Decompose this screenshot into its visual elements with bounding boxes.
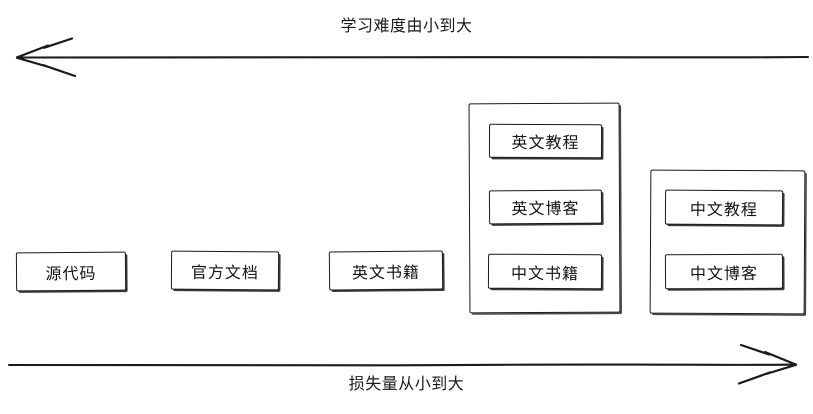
node-chinese-blog[interactable]: 中文博客 (664, 253, 784, 290)
node-english-tutorial-label: 英文教程 (511, 132, 580, 153)
node-english-tutorial[interactable]: 英文教程 (488, 123, 603, 159)
node-english-books[interactable]: 英文书籍 (328, 250, 444, 291)
node-source-code[interactable]: 源代码 (15, 251, 127, 292)
node-source-code-label: 源代码 (45, 263, 97, 283)
bottom-axis-arrow (7, 343, 798, 385)
node-chinese-tutorial[interactable]: 中文教程 (664, 189, 784, 226)
node-chinese-tutorial-label: 中文教程 (689, 199, 759, 219)
node-chinese-blog-label: 中文博客 (689, 263, 759, 283)
top-axis-arrow (15, 37, 810, 78)
node-english-blog-label: 英文博客 (511, 198, 580, 219)
node-chinese-books-label: 中文书籍 (510, 263, 580, 283)
top-axis-label: 学习难度由小到大 (340, 16, 473, 35)
node-chinese-books[interactable]: 中文书籍 (487, 253, 603, 290)
node-english-books-label: 英文书籍 (351, 262, 421, 282)
bottom-axis-label: 损失量从小到大 (348, 374, 465, 393)
node-english-blog[interactable]: 英文博客 (488, 189, 603, 225)
node-official-docs[interactable]: 官方文档 (170, 250, 280, 291)
node-official-docs-label: 官方文档 (190, 262, 260, 282)
